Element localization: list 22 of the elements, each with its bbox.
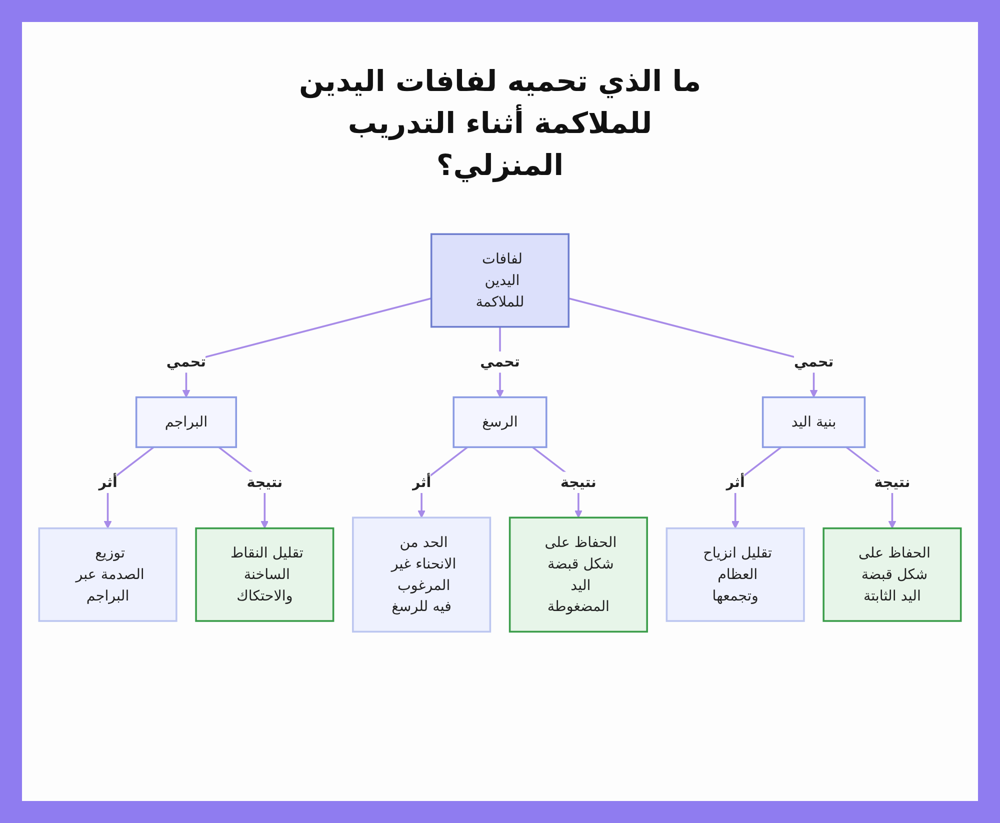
node-box: البراجم: [135, 396, 238, 448]
node-box: توزيع الصدمة عبر البراجم: [38, 527, 178, 622]
arrow: [182, 297, 432, 398]
edge-label: نتيجة: [874, 473, 910, 490]
node-box: لفافات اليدين للملاكمة: [430, 233, 570, 328]
arrow: [568, 297, 818, 398]
edge-label: تحمي: [166, 353, 206, 370]
node-box: الحفاظ على شكل قبضة اليد الثابتة: [822, 527, 962, 622]
arrow: [418, 446, 468, 518]
edge-label: نتيجة: [246, 473, 283, 490]
node-box: الحفاظ على شكل قبضة اليد المضغوطة: [508, 516, 648, 633]
node-box: تقليل انزياح العظام وتجمعها: [666, 527, 805, 622]
node-box: بنية اليد: [762, 396, 866, 448]
arrow: [731, 446, 782, 529]
title: ما الذي تحميه لفافات اليدين للملاكمة أثناء التدريب المنزلي؟: [298, 63, 702, 184]
edge-label: تحمي: [794, 353, 834, 370]
edge-label: نتيجة: [560, 473, 596, 490]
edge-label: تحمي: [480, 353, 520, 370]
node-box: الحد من الانحناء غير المرغوب فيه للرسغ: [352, 516, 492, 633]
arrow: [104, 446, 154, 529]
node-box: تقليل النقاط الساخنة والاحتكاك: [195, 527, 334, 622]
node-box: الرسغ: [452, 396, 548, 448]
